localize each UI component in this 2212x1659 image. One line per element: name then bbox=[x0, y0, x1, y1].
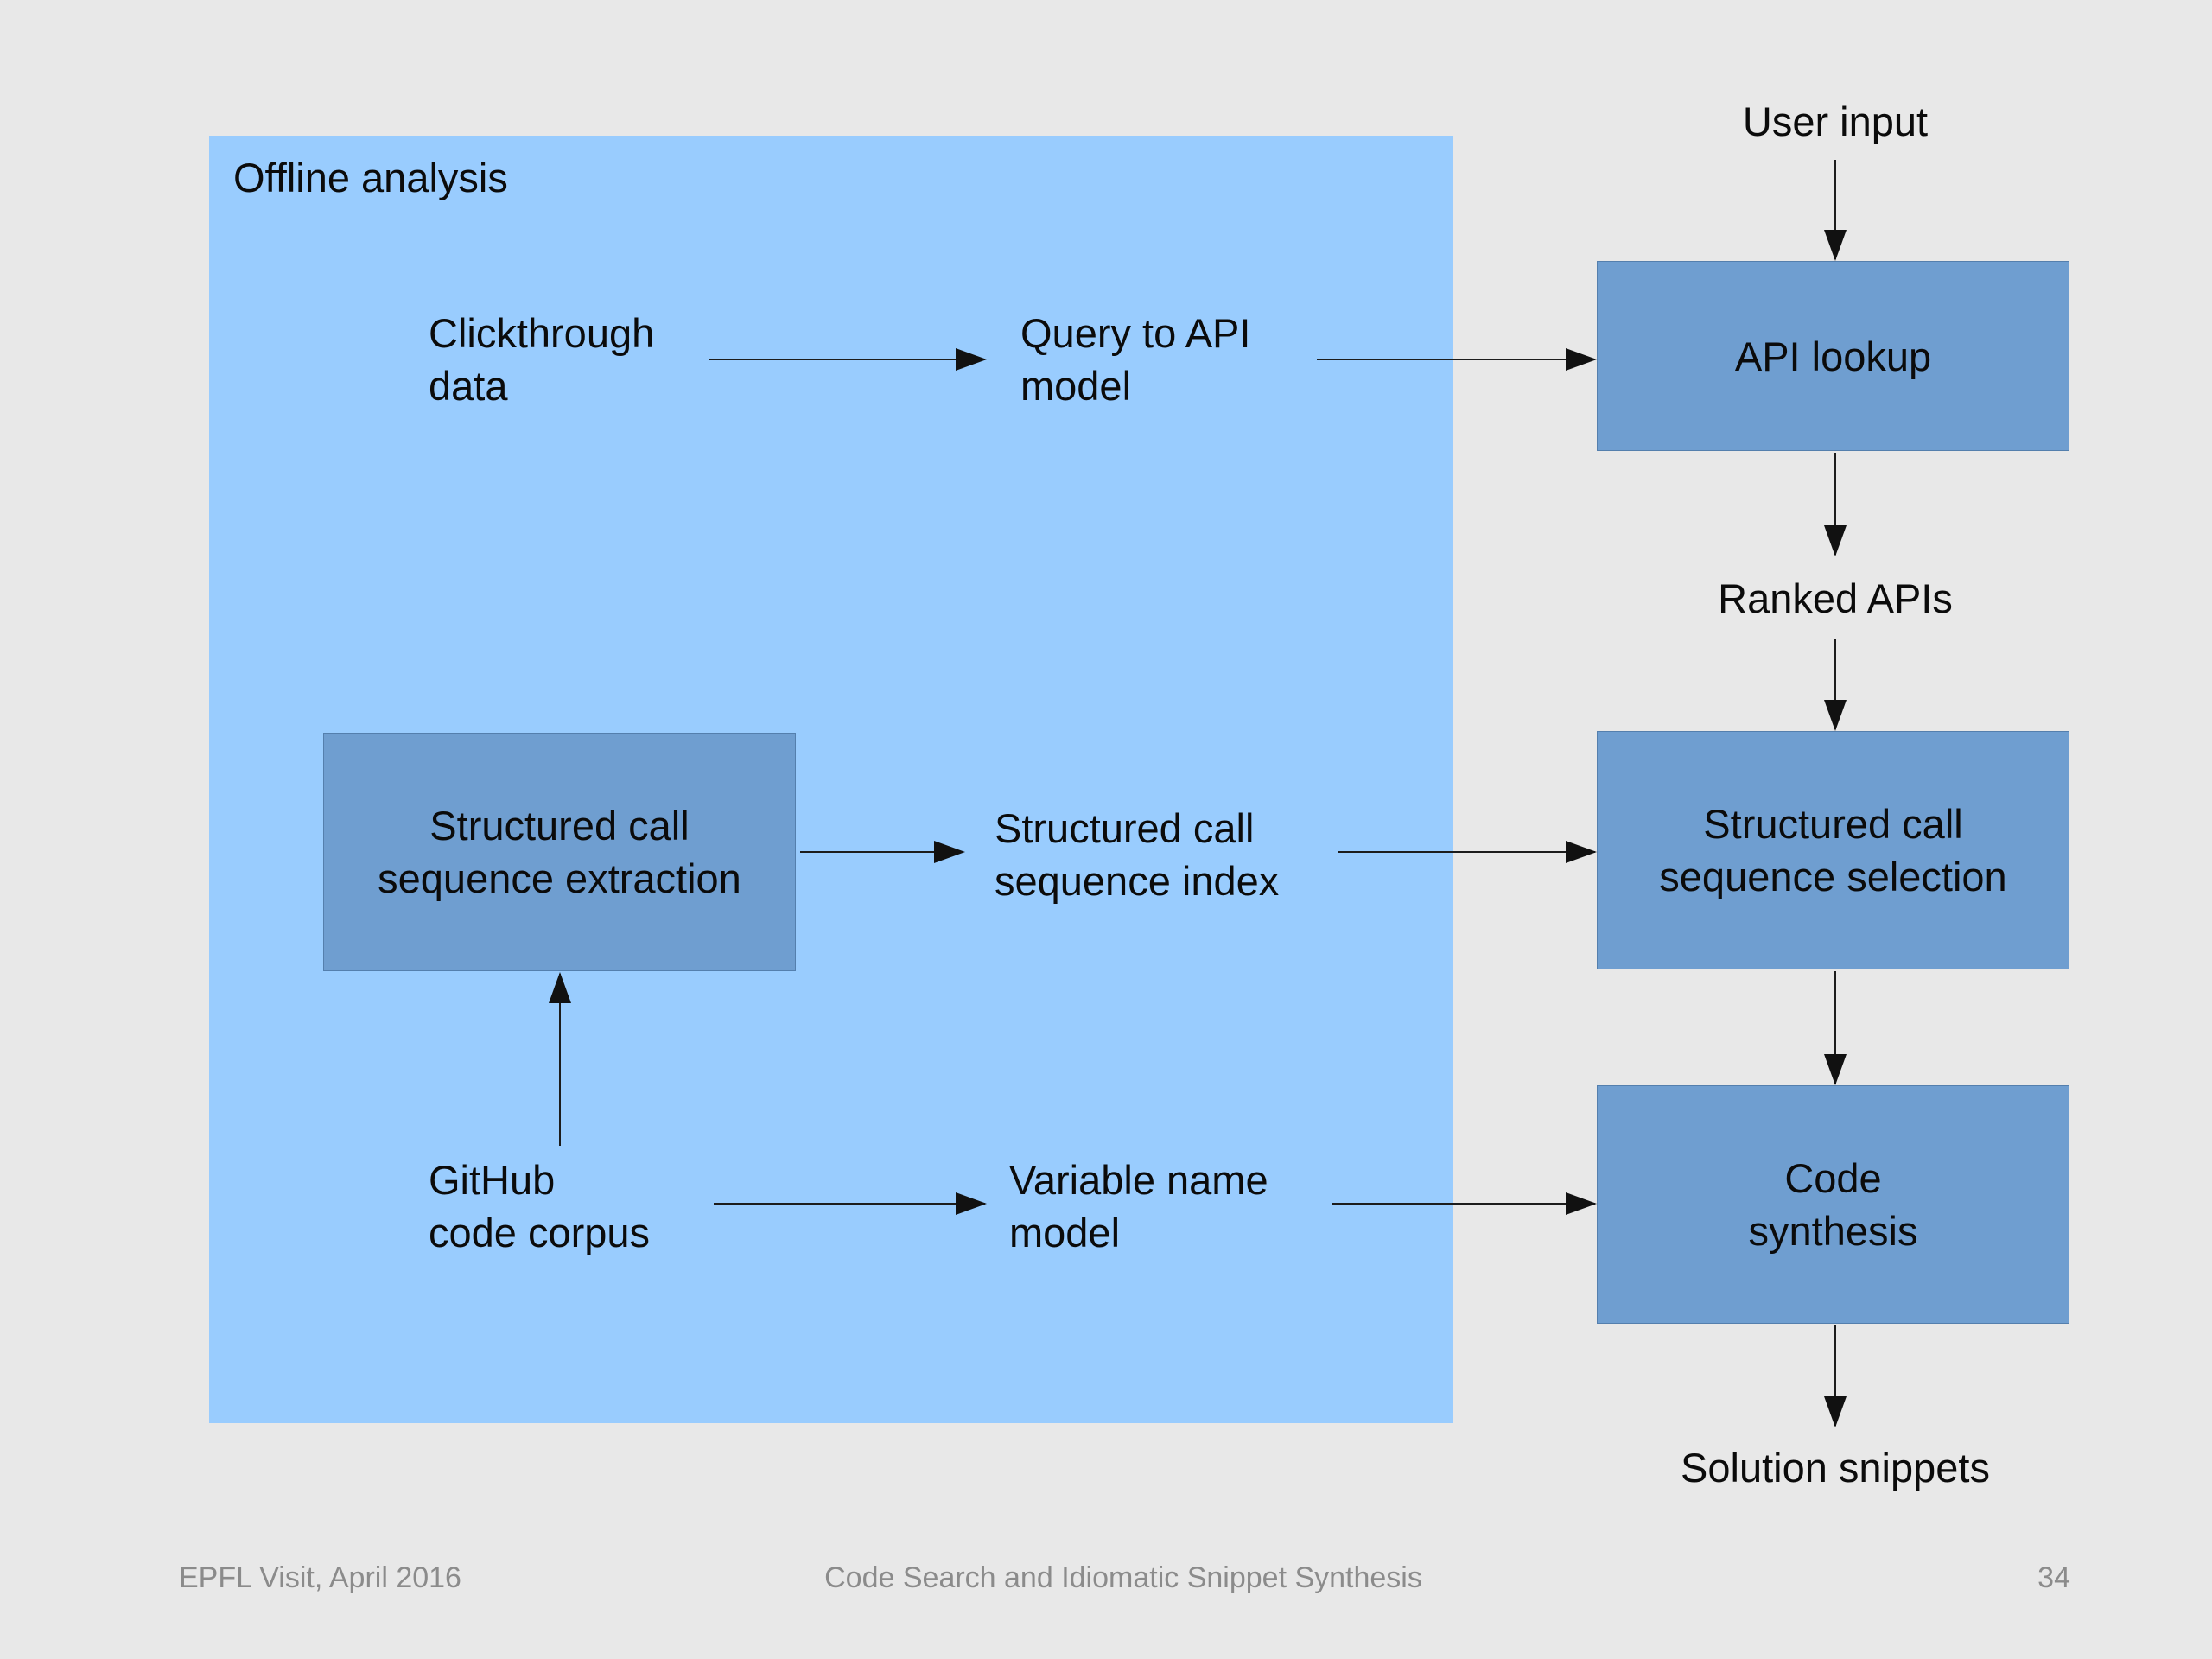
footer-presentation-title: Code Search and Idiomatic Snippet Synthe… bbox=[824, 1561, 1422, 1594]
box-api-lookup: API lookup bbox=[1597, 261, 2069, 451]
label-clickthrough-data: Clickthrough data bbox=[429, 310, 655, 409]
label-github-code-corpus: GitHub code corpus bbox=[429, 1157, 651, 1255]
label-user-input: User input bbox=[1742, 99, 1929, 144]
label-query-to-api-model: Query to API model bbox=[1020, 310, 1251, 409]
box-structured-call-sequence-selection: Structured call sequence selection bbox=[1597, 731, 2069, 969]
footer-event-date: EPFL Visit, April 2016 bbox=[179, 1561, 461, 1594]
label-variable-name-model: Variable name model bbox=[1009, 1157, 1268, 1255]
label-ranked-apis: Ranked APIs bbox=[1718, 575, 1953, 621]
offline-analysis-title: Offline analysis bbox=[233, 155, 508, 200]
box-structured-call-sequence-extraction: Structured call sequence extraction bbox=[323, 733, 796, 971]
footer-page-number: 34 bbox=[2037, 1561, 2070, 1594]
label-solution-snippets: Solution snippets bbox=[1681, 1445, 1990, 1491]
box-code-synthesis: Code synthesis bbox=[1597, 1085, 2069, 1324]
label-structured-call-sequence-index: Structured call sequence index bbox=[995, 805, 1280, 904]
